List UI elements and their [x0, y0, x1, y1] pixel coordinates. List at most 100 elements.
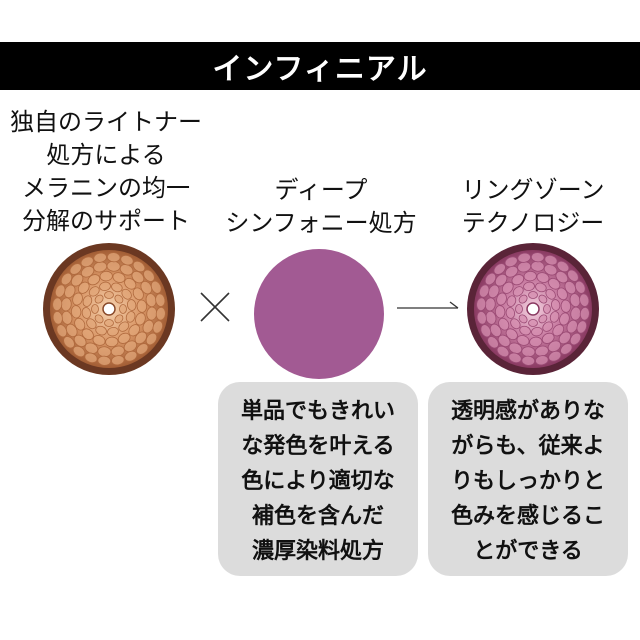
label-line: 分解のサポート [22, 207, 190, 235]
cell [512, 286, 524, 297]
times-icon [198, 290, 232, 324]
cell [114, 314, 124, 324]
cell [506, 295, 517, 307]
bubble-line: 透明感がありな [450, 399, 605, 424]
cell [88, 286, 100, 297]
cell [484, 272, 497, 286]
cell [523, 281, 535, 291]
cell [508, 352, 522, 364]
cell [542, 321, 554, 332]
cell [80, 265, 95, 278]
cell [93, 252, 107, 263]
cell [576, 320, 588, 334]
cell [86, 318, 97, 330]
cell [54, 284, 66, 298]
cell [480, 324, 492, 338]
cell [494, 305, 506, 319]
cell [478, 284, 490, 298]
label-line: 処方による [46, 141, 166, 169]
cell [559, 312, 570, 326]
cell [104, 319, 114, 327]
melanin-disc-svg [43, 243, 175, 375]
cell [150, 280, 162, 294]
cell [535, 355, 549, 366]
cell [528, 291, 538, 299]
cell [504, 265, 519, 278]
cell [73, 334, 87, 348]
cell [494, 273, 508, 287]
cell [104, 291, 114, 299]
cell [487, 336, 499, 349]
cell [519, 325, 531, 336]
cell [72, 292, 83, 306]
cell-pattern [476, 252, 590, 366]
cell [106, 252, 121, 263]
cell [476, 311, 487, 325]
bubble-line: 色みを感じるこ [450, 504, 605, 529]
cell [95, 325, 107, 336]
label-line: シンフォニー処方 [225, 209, 417, 237]
cell [121, 288, 132, 300]
cell [555, 270, 569, 284]
cell [523, 270, 537, 282]
cell [155, 306, 166, 321]
cell [560, 299, 572, 313]
cell [119, 304, 127, 314]
cell [538, 294, 548, 304]
cell [84, 352, 98, 364]
cell [528, 319, 538, 327]
bubble-line: 単品でもきれい [240, 399, 395, 424]
cell [551, 299, 561, 311]
cell [120, 254, 134, 266]
label-line: メラニンの均一 [22, 174, 190, 202]
label-line: 独自のライトナー [10, 108, 202, 136]
cell [529, 336, 543, 348]
cell [80, 256, 94, 268]
cell [549, 311, 560, 323]
label-line: リングゾーン [461, 176, 605, 204]
cell [56, 324, 68, 338]
cell [547, 340, 562, 353]
cell [52, 297, 63, 312]
cell [82, 295, 93, 307]
cell [136, 299, 148, 313]
cell [521, 355, 536, 366]
cell [530, 252, 545, 263]
cell [65, 323, 78, 338]
cell [91, 304, 99, 314]
cell [560, 343, 573, 355]
cell [118, 321, 130, 332]
cell [538, 314, 548, 324]
cell [145, 332, 158, 346]
cell [70, 273, 84, 287]
cell [556, 260, 570, 273]
description-bubble-result: 透明感がありな がらも、従来よ りもしっかりと 色みを感じるこ とができる [428, 382, 628, 576]
cell [135, 312, 146, 326]
bubble-line: がらも、従来よ [451, 434, 605, 459]
purple-complement-disc-icon [253, 248, 385, 380]
bubble-line: 濃厚染料処方 [251, 539, 384, 564]
cell [564, 280, 577, 295]
cell [579, 306, 590, 321]
melanin-cells-disc-icon [42, 242, 176, 376]
cell [92, 335, 106, 346]
cell [505, 307, 515, 319]
cell [111, 282, 123, 293]
cell [52, 311, 63, 325]
cell [536, 272, 550, 283]
disc-fill [254, 249, 384, 379]
cell [70, 305, 82, 319]
label-line: テクノロジー [461, 209, 605, 237]
cell [94, 294, 104, 304]
cell [131, 270, 145, 284]
cell [140, 280, 153, 295]
cell [99, 281, 111, 291]
ring-zone-disc-icon [466, 242, 600, 376]
arrow-right-icon [396, 298, 460, 318]
cell [504, 256, 518, 268]
disc-center [526, 302, 540, 316]
cell [476, 297, 487, 312]
cell [155, 293, 166, 307]
cell [60, 272, 73, 286]
cell [496, 292, 507, 306]
